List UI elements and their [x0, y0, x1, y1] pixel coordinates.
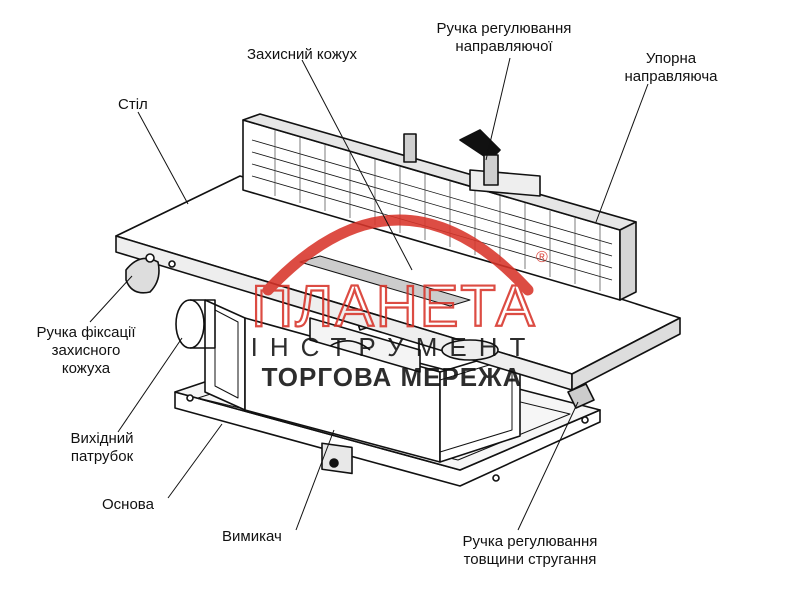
label-guard-lock-knob: Ручка фіксації захисного кожуха: [36, 324, 136, 377]
leader-outlet: [117, 337, 183, 433]
label-switch: Вимикач: [222, 528, 282, 545]
watermark-brand: ПЛАНЕТА: [251, 274, 536, 339]
body-front: [204, 299, 246, 411]
label-guard: Захисний кожух: [246, 46, 358, 63]
depth-knob-shape: [567, 383, 595, 409]
leader-guard-lock: [89, 275, 133, 323]
watermark-subtitle: ІНСТРУМЕНТ: [251, 332, 538, 362]
label-outlet: Вихідний патрубок: [70, 430, 134, 465]
label-fence-knob: Ручка регулювання направляючої: [436, 20, 572, 55]
label-depth-knob: Ручка регулювання товщини стругання: [462, 533, 598, 568]
leader-guard: [301, 59, 413, 271]
leader-lines: [89, 57, 649, 531]
watermark-arc: [262, 214, 534, 296]
leader-table: [137, 111, 189, 205]
machine-drawing: [115, 113, 681, 487]
leader-depth: [517, 401, 579, 531]
label-table: Стіл: [118, 96, 148, 113]
leader-fence-knob: [485, 57, 511, 161]
guard-lock-knob-shape: [125, 257, 160, 294]
leader-base: [167, 423, 223, 499]
switch-box: [321, 442, 353, 475]
watermark-registered: ®: [536, 249, 548, 266]
watermark: ПЛАНЕТА ® ІНСТРУМЕНТ ТОРГОВА МЕРЕЖА: [250, 214, 548, 392]
leader-switch: [295, 429, 335, 531]
leader-fence: [595, 83, 649, 223]
label-base: Основа: [102, 496, 154, 513]
label-fence: Упорна направляюча: [624, 50, 718, 85]
watermark-tagline: ТОРГОВА МЕРЕЖА: [262, 362, 523, 392]
